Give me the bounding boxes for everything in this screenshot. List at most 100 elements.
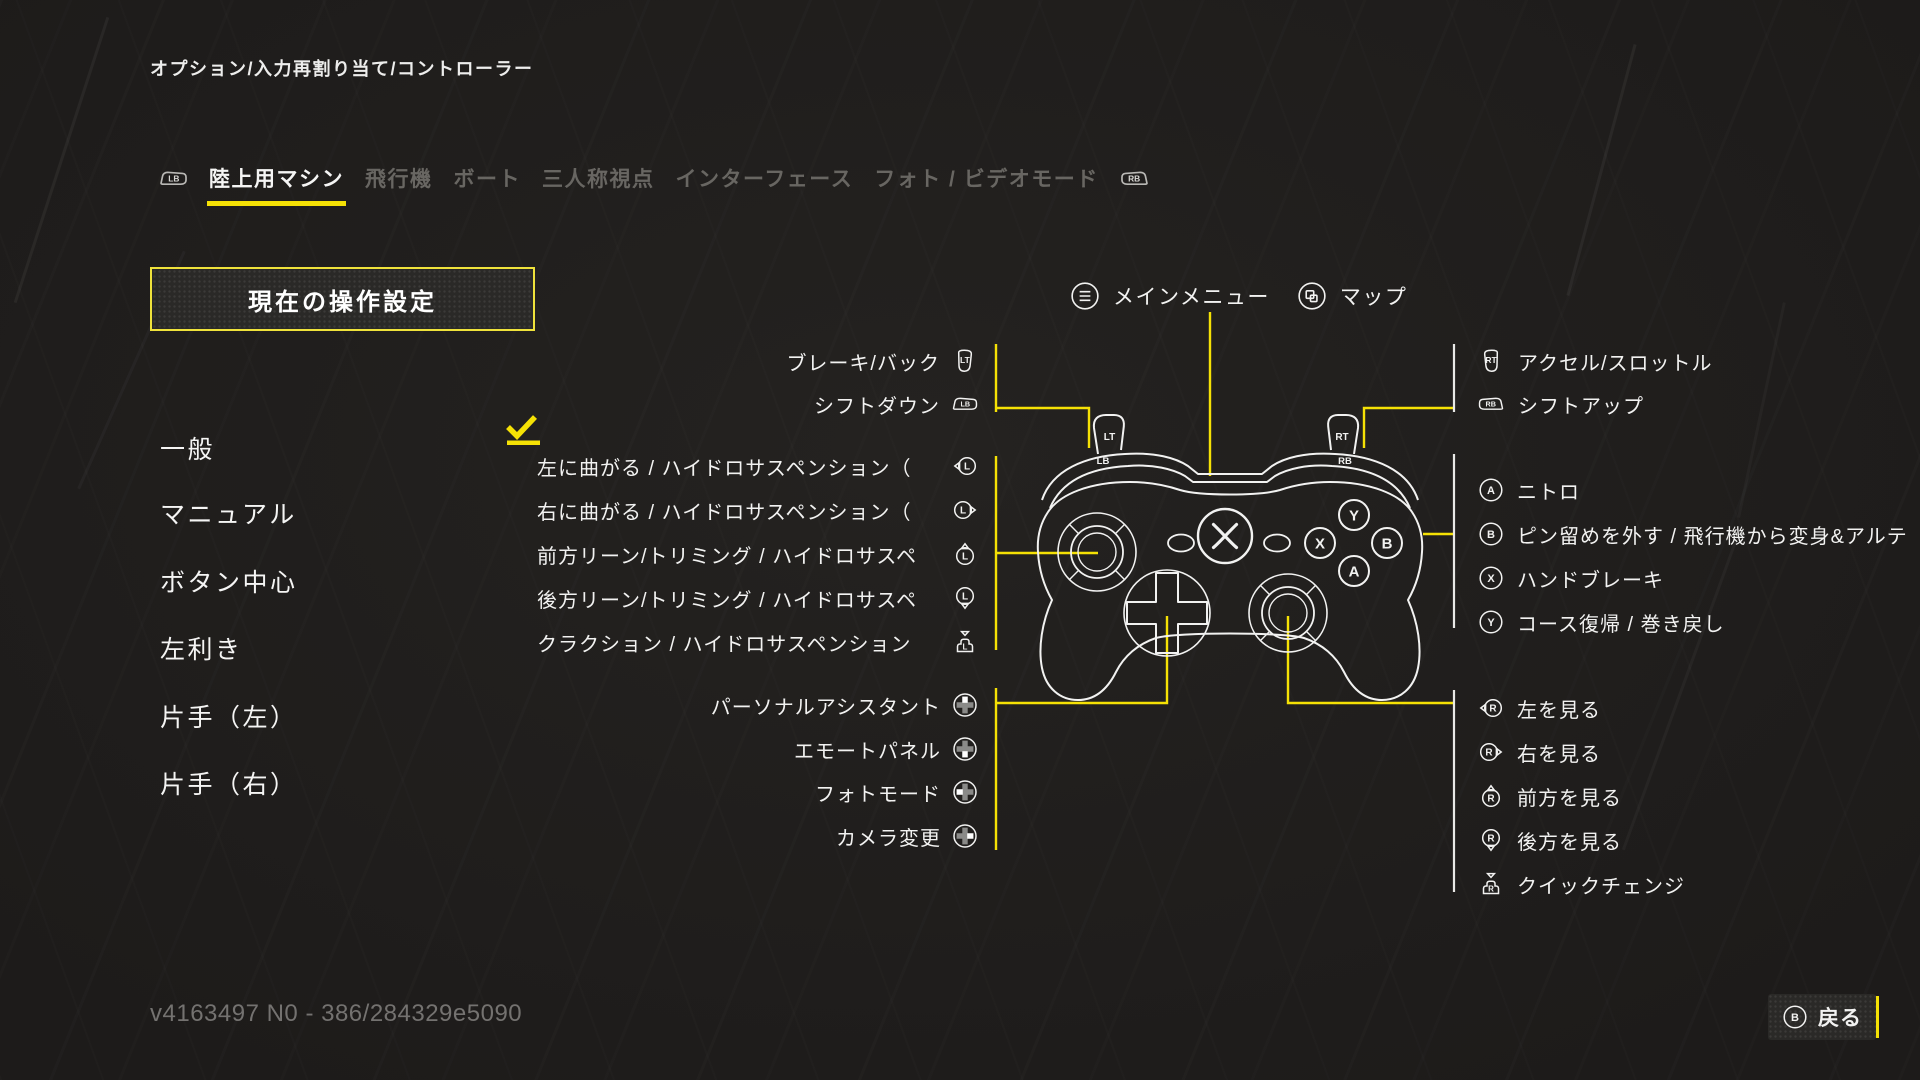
profile-manual[interactable]: マニュアル xyxy=(160,501,297,529)
mapping-row: ブレーキ/バック LT xyxy=(786,346,978,376)
svg-text:B: B xyxy=(1487,529,1495,541)
left-stick-left-icon: L xyxy=(953,456,977,476)
mapping-label: メインメニュー xyxy=(1113,286,1270,309)
controller-outline xyxy=(1036,414,1424,701)
mapping-label: クイックチェンジ xyxy=(1517,875,1685,898)
svg-text:R: R xyxy=(1485,748,1493,759)
dpad-up-icon xyxy=(953,693,977,717)
mapping-label: ニトロ xyxy=(1517,481,1580,504)
svg-text:Y: Y xyxy=(1487,617,1495,629)
mapping-label: ブレーキ/バック xyxy=(786,352,940,375)
mapping-row: 左に曲がる / ハイドロサスペンション（ L xyxy=(537,451,978,481)
mapping-row: R 後方を見る xyxy=(1478,825,1622,855)
svg-text:L: L xyxy=(962,552,968,563)
selected-checkmark-icon xyxy=(506,415,540,445)
callout-lines-yellow xyxy=(994,312,1454,850)
tab-interface[interactable]: インターフェース xyxy=(675,168,854,191)
right-bumper-icon: RB xyxy=(1478,397,1504,410)
mapping-row: X ハンドブレーキ xyxy=(1478,563,1664,593)
tab-boats[interactable]: ボート xyxy=(453,168,521,191)
mapping-label: ハンドブレーキ xyxy=(1517,569,1664,592)
rb-hint-icon: RB xyxy=(1120,171,1148,185)
svg-text:LB: LB xyxy=(960,400,970,409)
tab-third-person[interactable]: 三人称視点 xyxy=(542,168,655,191)
svg-text:Y: Y xyxy=(1349,508,1359,525)
right-stick-up-icon: R xyxy=(1481,784,1501,808)
mapping-row: RT アクセル/スロットル xyxy=(1478,346,1713,376)
profile-button-centric[interactable]: ボタン中心 xyxy=(160,569,298,597)
mapping-row: R 右を見る xyxy=(1478,737,1601,767)
svg-text:L: L xyxy=(962,592,968,603)
mapping-row: R 前方を見る xyxy=(1478,781,1622,811)
right-stick-press-icon: R xyxy=(1482,872,1500,895)
svg-text:L: L xyxy=(964,462,970,473)
left-stick-right-icon: L xyxy=(953,500,977,520)
dpad-right-icon xyxy=(953,824,977,848)
left-bumper-icon: LB xyxy=(952,397,978,410)
svg-text:RB: RB xyxy=(1338,456,1352,467)
mapping-label: カメラ変更 xyxy=(836,827,941,850)
back-button-label: 戻る xyxy=(1818,1007,1862,1030)
mapping-label: マップ xyxy=(1339,286,1408,309)
svg-text:B: B xyxy=(1382,536,1393,553)
mapping-label: 後方リーン/トリミング / ハイドロサスペ xyxy=(537,589,918,612)
mapping-label: クラクション / ハイドロサスペンション xyxy=(537,633,912,656)
mapping-label: シフトダウン xyxy=(814,395,940,418)
right-trigger-icon: RT xyxy=(1483,349,1499,372)
right-stick-right-icon: R xyxy=(1479,742,1503,762)
mapping-row: 前方リーン/トリミング / ハイドロサスペ L xyxy=(537,539,978,569)
current-settings-button[interactable]: 現在の操作設定 xyxy=(150,267,535,331)
svg-text:L: L xyxy=(963,642,968,651)
dpad-down-icon xyxy=(953,737,977,761)
tab-photo-video[interactable]: フォト / ビデオモード xyxy=(874,168,1099,191)
svg-text:A: A xyxy=(1349,564,1360,581)
mapping-row: 右に曲がる / ハイドロサスペンション（ L xyxy=(537,495,978,525)
left-trigger-icon: LT xyxy=(957,349,973,372)
mapping-label: コース復帰 / 巻き戻し xyxy=(1517,613,1725,636)
profile-one-hand-right[interactable]: 片手（右） xyxy=(160,771,298,799)
text-cursor xyxy=(1876,996,1879,1038)
mapping-row: カメラ変更 xyxy=(836,821,978,851)
left-stick-up-icon: L xyxy=(955,542,975,566)
background-texture xyxy=(1737,302,1786,518)
lb-hint-icon: LB xyxy=(160,171,187,185)
mapping-label: パーソナルアシスタント xyxy=(710,696,941,719)
controller-button-labels: LT RT LB RB Y X B A xyxy=(1097,432,1393,581)
svg-text:LT: LT xyxy=(960,355,971,365)
svg-text:LB: LB xyxy=(168,173,179,183)
y-button-icon: Y xyxy=(1479,610,1503,634)
right-stick-down-icon: R xyxy=(1481,828,1501,852)
tab-land-vehicles[interactable]: 陸上用マシン xyxy=(207,163,346,206)
svg-text:R: R xyxy=(1489,704,1497,715)
profile-left-handed[interactable]: 左利き xyxy=(160,636,243,664)
b-button-icon: B xyxy=(1783,1005,1807,1029)
mapping-label: 左に曲がる / ハイドロサスペンション（ xyxy=(537,457,912,480)
tab-planes[interactable]: 飛行機 xyxy=(365,168,433,191)
mapping-row: Y コース復帰 / 巻き戻し xyxy=(1478,607,1725,637)
svg-text:X: X xyxy=(1487,573,1495,585)
mapping-row: パーソナルアシスタント xyxy=(711,690,978,720)
version-text: v4163497 N0 - 386/284329e5090 xyxy=(150,1000,523,1027)
left-stick-down-icon: L xyxy=(955,586,975,610)
mapping-row: A ニトロ xyxy=(1478,475,1580,505)
svg-text:RT: RT xyxy=(1335,432,1348,443)
mapping-label: アクセル/スロットル xyxy=(1518,352,1713,375)
profile-general[interactable]: 一般 xyxy=(160,436,216,464)
background-texture xyxy=(13,16,110,304)
svg-text:RB: RB xyxy=(1486,400,1496,409)
mapping-row: R 左を見る xyxy=(1478,693,1601,723)
mapping-row: RB シフトアップ xyxy=(1478,389,1644,419)
profile-one-hand-left[interactable]: 片手（左） xyxy=(160,704,298,732)
svg-text:R: R xyxy=(1488,884,1494,893)
svg-text:LB: LB xyxy=(1097,456,1110,467)
mapping-row: R クイックチェンジ xyxy=(1478,869,1685,899)
mapping-label: 右を見る xyxy=(1517,743,1601,766)
mapping-label: シフトアップ xyxy=(1518,395,1644,418)
a-button-icon: A xyxy=(1479,478,1503,502)
back-button[interactable]: B 戻る xyxy=(1768,994,1876,1040)
breadcrumb: オプション/入力再割り当て/コントローラー xyxy=(150,59,534,79)
tab-bar: LB 陸上用マシン 飛行機 ボート 三人称視点 インターフェース フォト / ビ… xyxy=(158,163,1150,206)
mapping-label: フォトモード xyxy=(815,783,941,806)
background-texture xyxy=(1566,44,1637,296)
